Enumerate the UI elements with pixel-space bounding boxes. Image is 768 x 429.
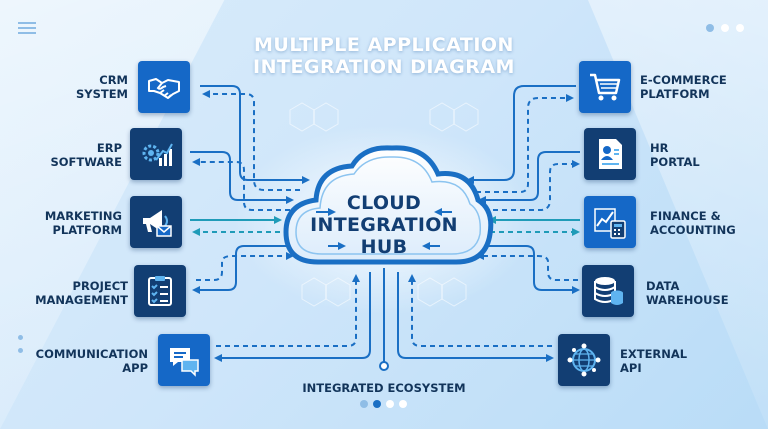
- employee-profile-icon: [599, 139, 622, 169]
- hub-title-line-2: INTEGRATION: [310, 214, 458, 236]
- crm-system-tile: [138, 61, 190, 113]
- hr-portal-tile: [584, 128, 636, 180]
- finance-accounting-tile: [584, 196, 636, 248]
- e-commerce-platform-tile: [579, 61, 631, 113]
- pagination-dot: [360, 400, 368, 408]
- finance-accounting-label: FINANCE &ACCOUNTING: [650, 209, 736, 237]
- gear-chart-icon: [142, 143, 173, 166]
- communication-app-tile: [158, 334, 210, 386]
- cloud-hub-shape: [283, 145, 494, 265]
- diagram-title-line-1: MULTIPLE APPLICATION: [254, 34, 514, 56]
- pagination-dot: [373, 400, 381, 408]
- marketing-platform-tile: [130, 196, 182, 248]
- hub-title-line-3: HUB: [360, 236, 408, 258]
- handshake-icon: [148, 78, 180, 99]
- decorative-dot: [721, 24, 729, 32]
- data-warehouse-tile: [582, 265, 634, 317]
- integrated-ecosystem-label: INTEGRATED ECOSYSTEM: [302, 381, 466, 395]
- shopping-cart-icon: [590, 73, 621, 101]
- pagination-dot: [399, 400, 407, 408]
- erp-software-tile: [130, 128, 182, 180]
- globe-network-icon: [567, 343, 601, 377]
- decorative-dot: [18, 335, 23, 340]
- megaphone-icon: [143, 210, 172, 237]
- menu-icon: [18, 22, 36, 37]
- pagination-dot: [386, 400, 394, 408]
- decorative-dot: [18, 348, 23, 353]
- decorative-dot: [706, 24, 714, 32]
- database-icon: [594, 277, 623, 305]
- hub-title-line-1: CLOUD: [346, 192, 422, 214]
- diagram-title-line-2: INTEGRATION DIAGRAM: [253, 56, 515, 78]
- chat-bubbles-icon: [170, 348, 199, 377]
- decorative-dot: [736, 24, 744, 32]
- checklist-icon: [148, 276, 172, 306]
- finance-calculator-icon: [594, 208, 626, 239]
- project-management-tile: [134, 265, 186, 317]
- external-api-tile: [558, 334, 610, 386]
